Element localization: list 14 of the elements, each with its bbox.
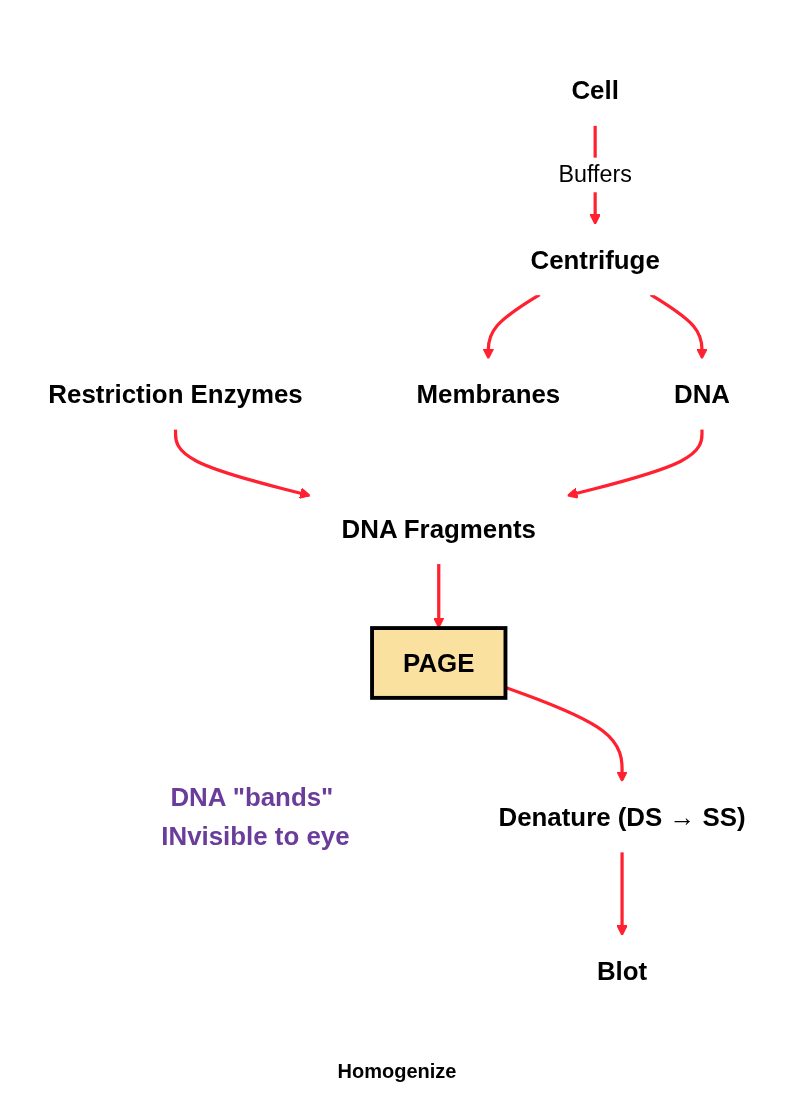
node-box: PAGE (370, 625, 508, 700)
node-text: Restriction Enzymes (48, 379, 303, 408)
node-text: Membranes (416, 379, 561, 408)
note-text: Homogenize (336, 1060, 458, 1083)
node-label: DNA "bands" INvisible to eye (161, 782, 350, 850)
node-text: Blot (596, 955, 648, 985)
node-text: DNA (673, 379, 730, 408)
node-text: DNA Fragments (341, 513, 536, 543)
node-text: Centrifuge (530, 244, 660, 274)
node-text: Denature (DS → SS) (498, 802, 746, 831)
arrow (616, 851, 628, 936)
edge-label: Buffers (558, 160, 632, 187)
arrow (566, 428, 704, 499)
node-text: Cell (571, 75, 619, 105)
